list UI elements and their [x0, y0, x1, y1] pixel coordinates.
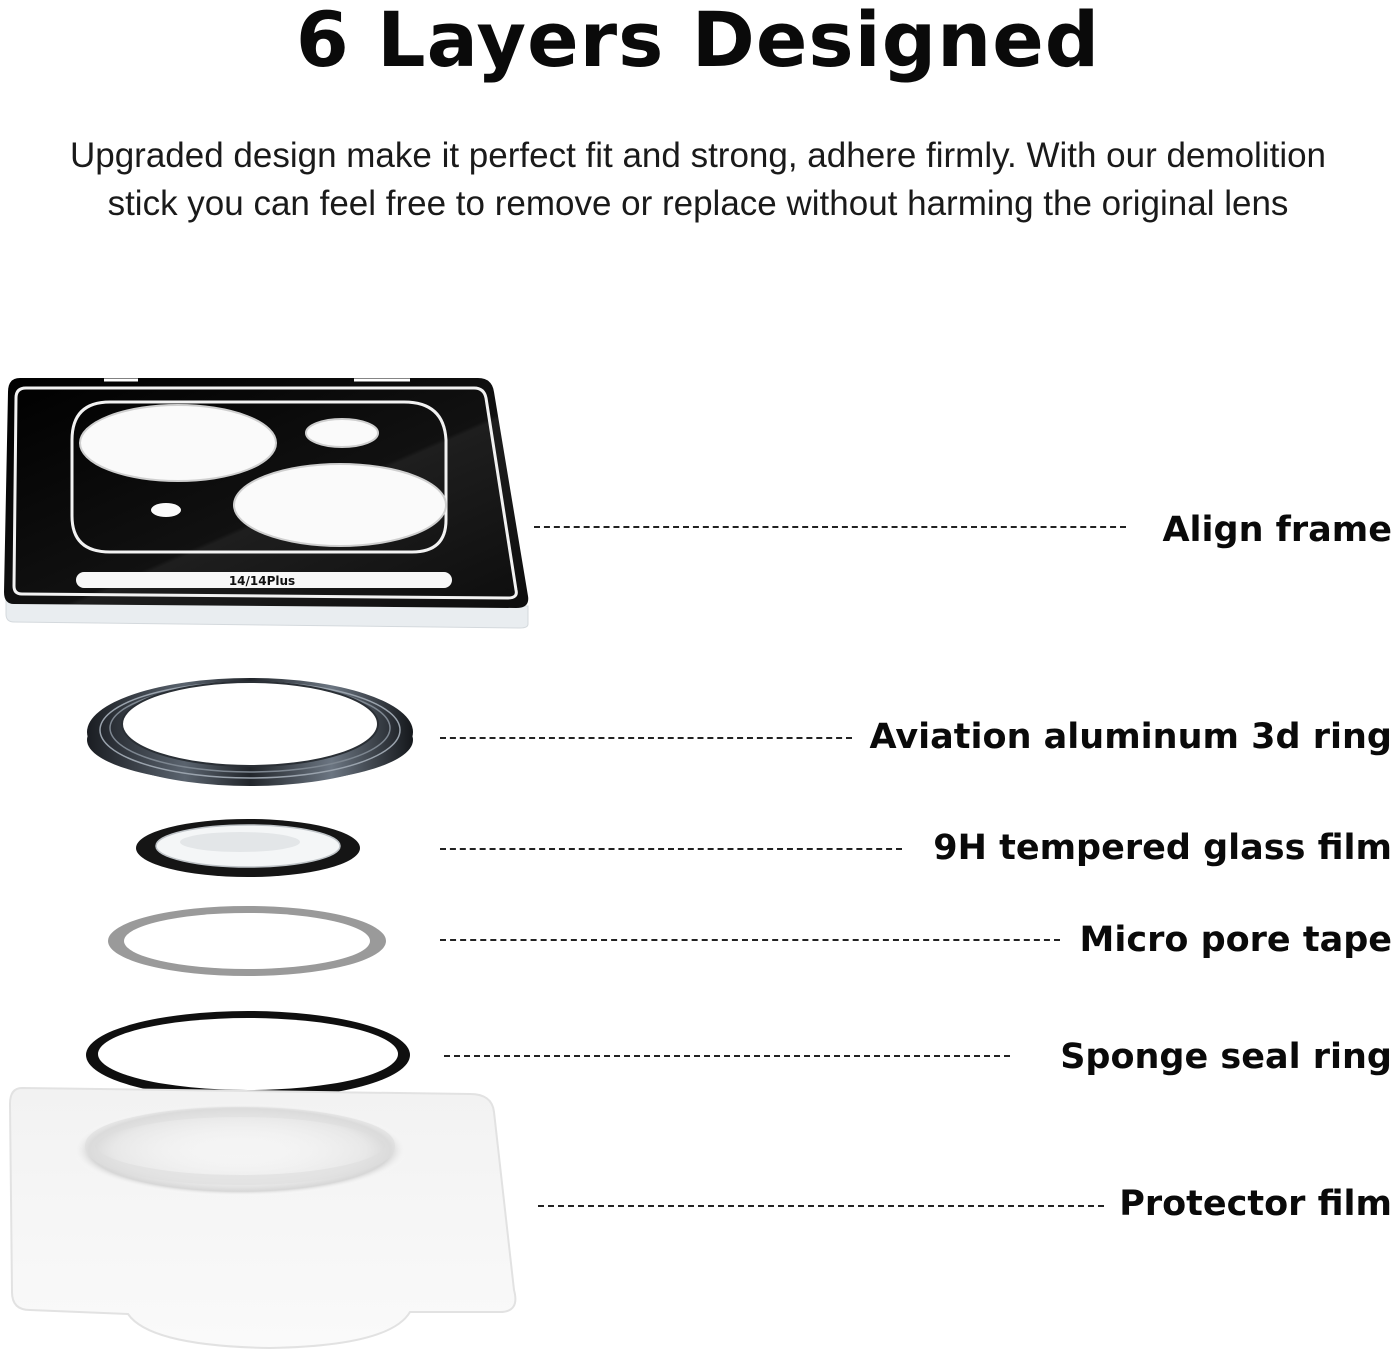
page-subtitle: Upgraded design make it perfect fit and …	[0, 132, 1396, 228]
subtitle-line-1: Upgraded design make it perfect fit and …	[69, 136, 1327, 175]
layer-label-micro-pore-tape: Micro pore tape	[1079, 920, 1393, 960]
glass-film-image	[136, 819, 360, 877]
subtitle-line-2: stick you can feel free to remove or rep…	[107, 184, 1289, 223]
leader-line-align-frame	[534, 526, 1126, 528]
frame-model-text: 14/14Plus	[229, 574, 295, 588]
leader-line-glass-film	[440, 848, 902, 850]
aluminum-ring-image	[87, 678, 413, 786]
leader-line-aluminum-ring	[440, 737, 852, 739]
protector-film-image	[8, 1086, 517, 1350]
layer-label-sponge-seal-ring: Sponge seal ring	[1060, 1037, 1392, 1077]
page-title: 6 Layers Designed	[295, 0, 1101, 84]
layer-label-align-frame: Align frame	[1162, 510, 1392, 550]
layer-label-protector-film: Protector film	[1119, 1184, 1392, 1224]
micro-pore-tape-image	[108, 906, 386, 976]
sponge-seal-ring-image	[86, 1011, 410, 1099]
leader-line-micro-pore-tape	[440, 939, 1060, 941]
align-frame-image: 14/14Plus	[4, 378, 529, 629]
layer-label-glass-film: 9H tempered glass film	[933, 828, 1392, 868]
leader-line-sponge-seal-ring	[444, 1055, 1010, 1057]
layer-label-aluminum-ring: Aviation aluminum 3d ring	[869, 717, 1392, 757]
leader-line-protector-film	[538, 1205, 1104, 1207]
